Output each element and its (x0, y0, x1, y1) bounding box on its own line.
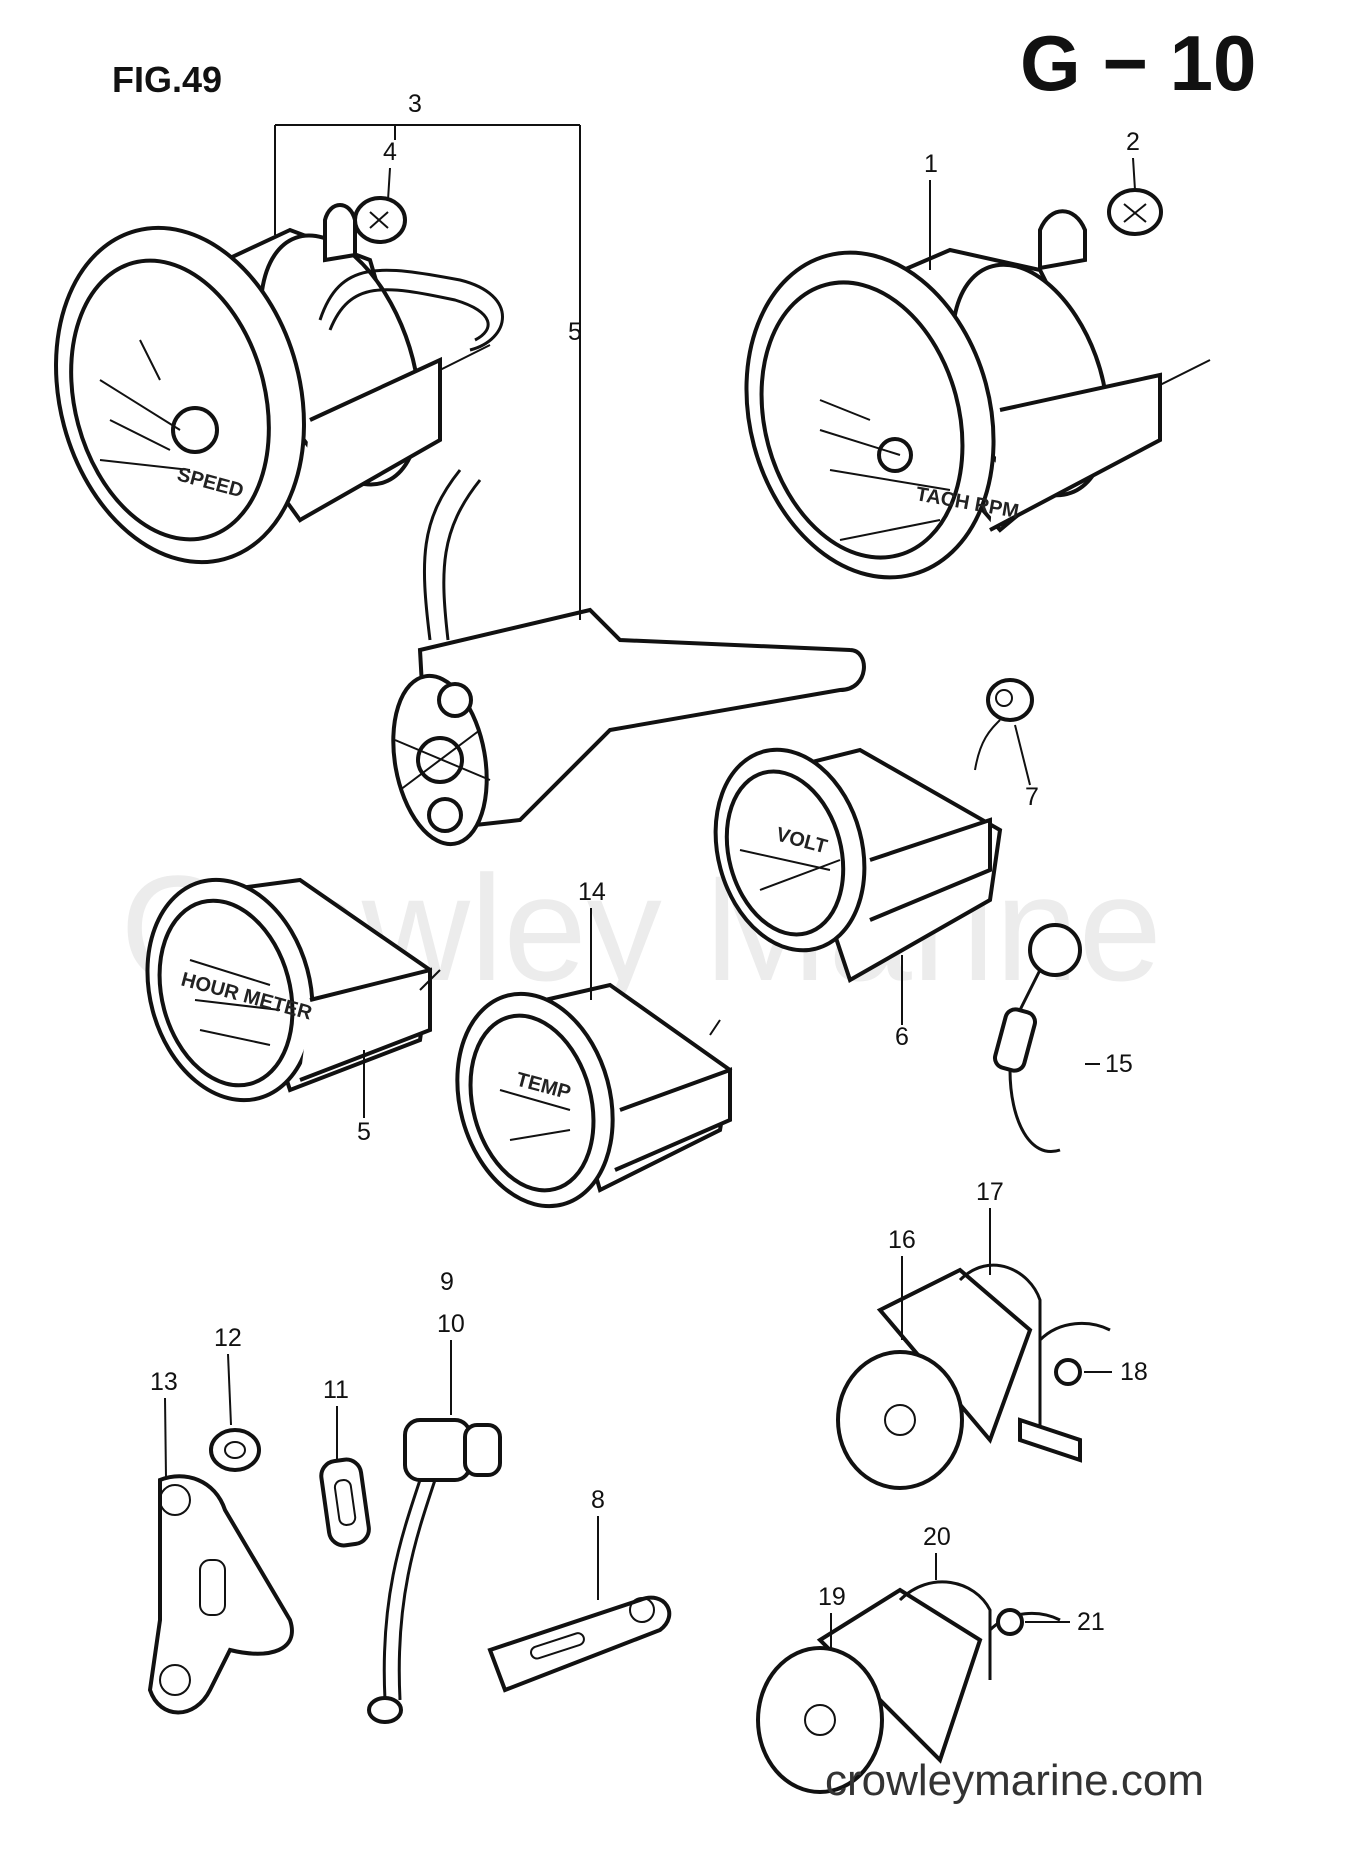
callout-4: 4 (383, 138, 397, 166)
hour-meter-gauge: HOUR METER (145, 877, 441, 1103)
callout-21: 21 (1077, 1608, 1105, 1636)
pickup-adaptor (391, 607, 866, 847)
bulb-socket-2 (1107, 188, 1163, 236)
screw-21 (996, 1608, 1024, 1636)
callout-18: 18 (1120, 1358, 1148, 1386)
buzzer-19 (756, 1580, 1061, 1794)
socket-10 (367, 1418, 502, 1724)
bulb-7 (986, 678, 1034, 722)
bulb-socket-4 (353, 196, 407, 244)
sheet-label: G − 10 (1020, 19, 1256, 107)
speedometer-gauge: SPEED (54, 203, 491, 565)
speedometer-cable (318, 268, 504, 641)
callout-14: 14 (578, 878, 606, 906)
website-url: crowleymarine.com (825, 1756, 1204, 1805)
callout-12: 12 (214, 1324, 242, 1352)
callout-19: 19 (818, 1583, 846, 1611)
callout-17: 17 (976, 1178, 1004, 1206)
gasket-11 (319, 1457, 371, 1548)
screw-18 (1054, 1358, 1082, 1386)
callout-16: 16 (888, 1226, 916, 1254)
callout-2: 2 (1126, 128, 1140, 156)
callout-20: 20 (923, 1523, 951, 1551)
callout-13: 13 (150, 1368, 178, 1396)
callout-9: 9 (440, 1268, 454, 1296)
buzzer-16 (836, 1263, 1111, 1490)
voltmeter-gauge: VOLT (713, 719, 1003, 983)
callout-3: 3 (408, 90, 422, 118)
callout-1: 1 (924, 150, 938, 178)
figure-label: FIG.49 (112, 59, 222, 100)
tachometer-gauge: TACH RPM (744, 209, 1211, 580)
callout-5-hour: 5 (357, 1118, 371, 1146)
washer-12 (209, 1428, 261, 1472)
callouts: 3 4 5 1 2 7 6 14 5 15 17 16 18 9 10 11 1… (150, 90, 1148, 1650)
callout-5-cable: 5 (568, 318, 582, 346)
callout-11: 11 (323, 1376, 349, 1404)
temperature-gauge: TEMP (455, 982, 733, 1209)
callout-10: 10 (437, 1310, 465, 1338)
callout-6: 6 (895, 1023, 909, 1051)
callout-7: 7 (1025, 783, 1039, 811)
strap-8 (487, 1595, 672, 1693)
light-lead (992, 923, 1082, 1153)
bracket-13 (147, 1474, 294, 1715)
callout-8: 8 (591, 1486, 605, 1514)
callout-15: 15 (1105, 1050, 1133, 1078)
